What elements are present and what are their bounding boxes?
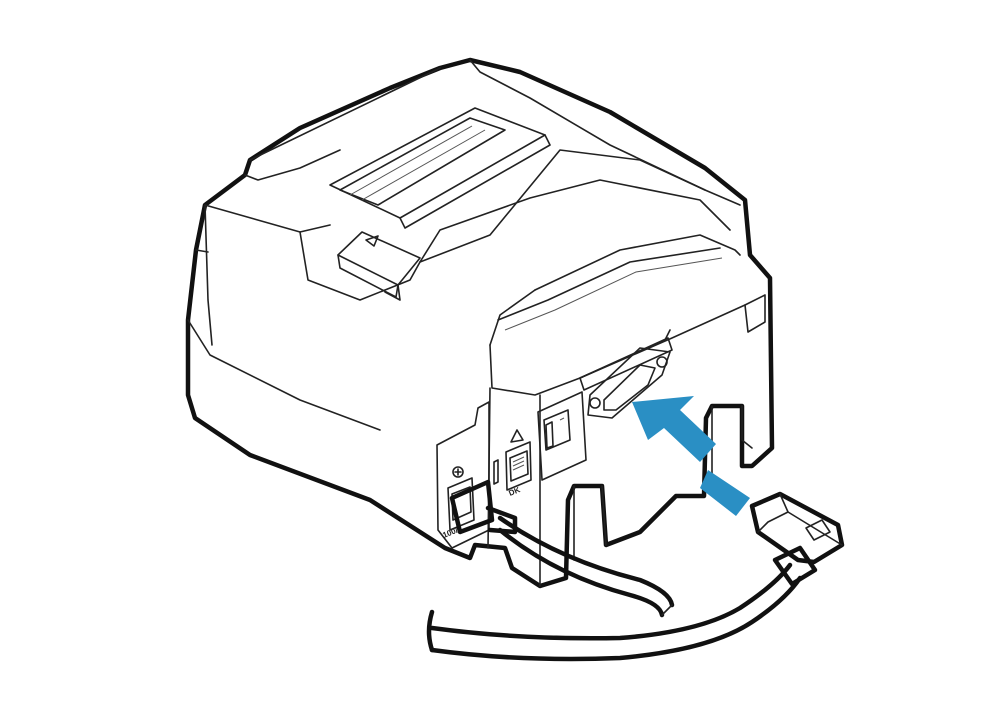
dk-port-label: DK <box>507 485 521 498</box>
cover-lever <box>337 231 421 286</box>
insert-direction-arrow <box>632 396 750 516</box>
printer-body <box>185 57 775 589</box>
dk-port: DK <box>493 429 532 498</box>
lan-cable <box>449 479 675 618</box>
arrow-tail <box>700 470 750 516</box>
arrow-head-shaft <box>632 396 716 462</box>
ac-inlet <box>579 337 673 419</box>
printer: 100/1 DK <box>185 57 775 589</box>
switch-panel <box>537 391 587 481</box>
cutter-bar <box>329 107 546 219</box>
interface-panel <box>436 401 490 549</box>
power-cord <box>426 491 845 662</box>
power-plug <box>749 491 845 565</box>
power-switch <box>543 409 571 451</box>
warning-icon <box>510 429 524 443</box>
